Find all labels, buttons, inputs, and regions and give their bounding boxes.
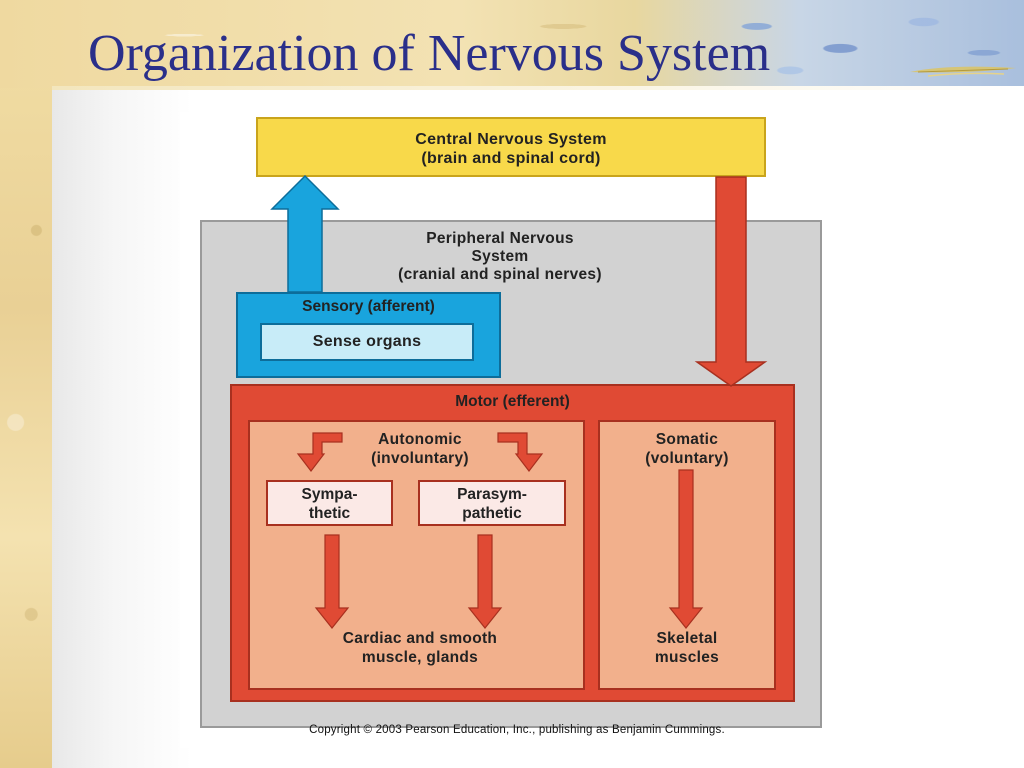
- parasympathetic-line1: Parasym-: [457, 486, 527, 503]
- sensory-label: Sensory (afferent): [302, 298, 435, 315]
- somatic-line1: Somatic: [655, 431, 719, 448]
- feather-icon: [910, 66, 1016, 77]
- autonomic-to-sympathetic-arrow: [296, 432, 343, 472]
- parasympathetic-to-cardiac-arrow: [467, 534, 503, 629]
- cns-box: Central Nervous System (brain and spinal…: [256, 117, 766, 177]
- background-fade: [52, 88, 192, 768]
- autonomic-line2: (involuntary): [371, 450, 469, 467]
- somatic-line2: (voluntary): [645, 450, 729, 467]
- efferent-arrow-down: [694, 176, 768, 387]
- sympathetic-box: Sympa- thetic: [266, 480, 393, 526]
- sense-organs-box: Sense organs: [260, 323, 474, 361]
- parasympathetic-line2: pathetic: [462, 505, 522, 522]
- nervous-system-diagram: Peripheral Nervous System (cranial and s…: [180, 112, 854, 748]
- parasympathetic-box: Parasym- pathetic: [418, 480, 566, 526]
- cns-subtitle: (brain and spinal cord): [421, 150, 601, 167]
- somatic-to-skeletal-arrow: [668, 469, 704, 629]
- pns-label-line1: Peripheral Nervous: [426, 230, 574, 247]
- arrows-layer: [270, 174, 768, 629]
- skeletal-line2: muscles: [654, 649, 720, 666]
- motor-label: Motor (efferent): [455, 393, 570, 410]
- banner-divider: [52, 86, 1024, 90]
- cardiac-line2: muscle, glands: [361, 649, 479, 666]
- skeletal-line1: Skeletal: [656, 630, 718, 647]
- sympathetic-line2: thetic: [308, 505, 351, 522]
- background-texture-left: [0, 0, 52, 768]
- sympathetic-to-cardiac-arrow: [314, 534, 350, 629]
- cns-title: Central Nervous System: [415, 131, 607, 148]
- autonomic-to-parasympathetic-arrow: [497, 432, 544, 472]
- autonomic-label: Autonomic (involuntary): [330, 430, 510, 468]
- pns-label-line3: (cranial and spinal nerves): [398, 266, 602, 283]
- cardiac-line1: Cardiac and smooth: [342, 630, 498, 647]
- somatic-label: Somatic (voluntary): [598, 430, 776, 468]
- cardiac-label: Cardiac and smooth muscle, glands: [270, 629, 570, 667]
- autonomic-line1: Autonomic: [378, 431, 462, 448]
- copyright-notice: Copyright © 2003 Pearson Education, Inc.…: [309, 724, 725, 736]
- slide-title: Organization of Nervous System: [88, 25, 771, 82]
- pns-label: Peripheral Nervous System (cranial and s…: [300, 230, 700, 284]
- skeletal-label: Skeletal muscles: [598, 629, 776, 667]
- sympathetic-line1: Sympa-: [301, 486, 358, 503]
- pns-label-line2: System: [471, 248, 529, 265]
- afferent-arrow-up: [270, 174, 340, 293]
